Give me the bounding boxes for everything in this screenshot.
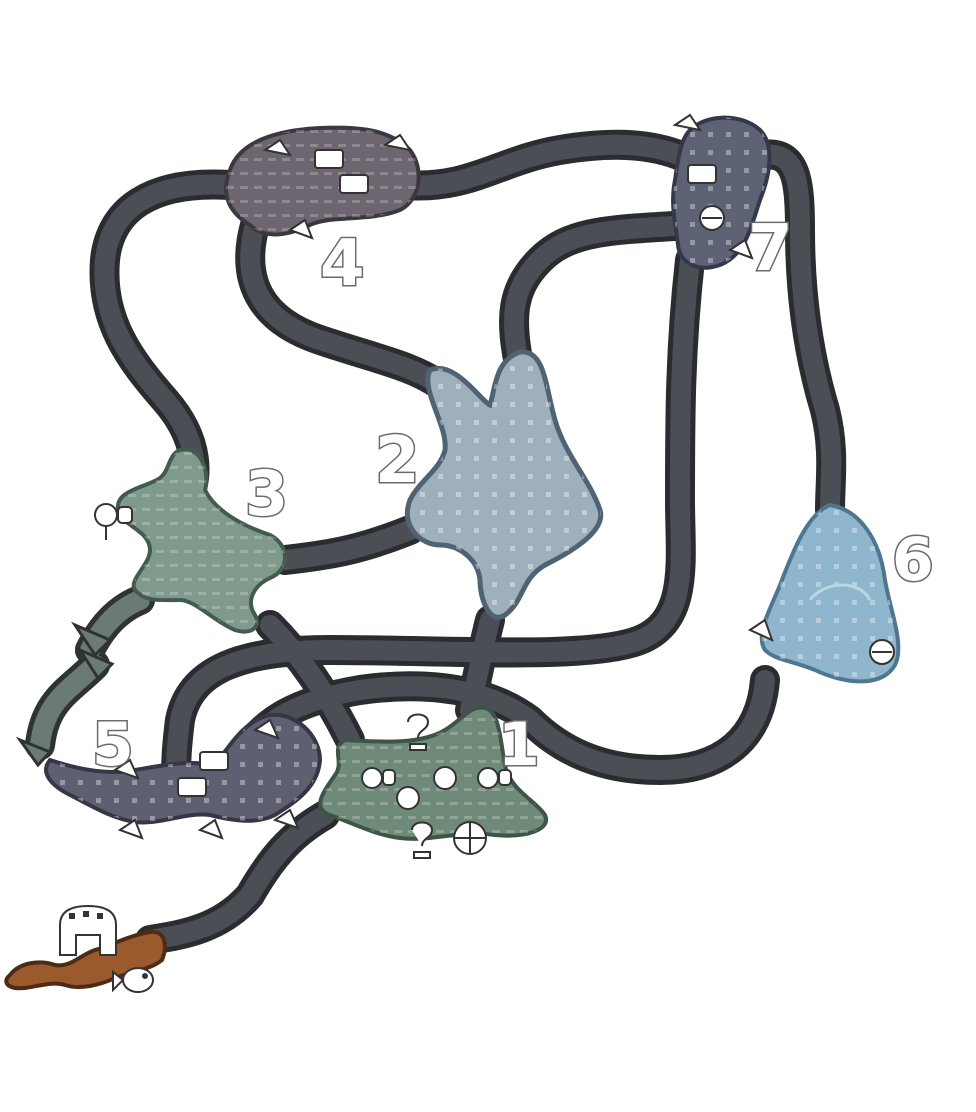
- mushroom-icon: [869, 639, 895, 665]
- mining-outcrop-icon: [747, 618, 774, 642]
- area-4[interactable]: [224, 125, 421, 237]
- mining-outcrop-icon: [672, 113, 754, 260]
- area-label-3: 3: [245, 457, 288, 530]
- mining-outcrop-icon: [262, 133, 413, 240]
- area-7[interactable]: [671, 115, 772, 270]
- unknown-icon: [407, 713, 430, 751]
- bonepile-icon: [687, 164, 717, 184]
- area-3[interactable]: [115, 447, 287, 634]
- area-label-4: 4: [320, 227, 365, 301]
- area-label-7: 7: [748, 212, 793, 286]
- unknown-icon: [411, 821, 434, 859]
- bonepile-icon: [177, 751, 229, 797]
- area-2[interactable]: [404, 349, 604, 620]
- ledge-arrow-icon: [15, 621, 115, 768]
- area-label-1: 1: [498, 710, 540, 780]
- fish-icon: [112, 967, 154, 993]
- area-labels: 1 2 3 4 5 6 7: [91, 211, 936, 782]
- area-label-5: 5: [92, 710, 134, 780]
- herb-icon: [94, 503, 133, 540]
- mushroom-icon: [699, 205, 725, 231]
- bonepile-icon: [314, 149, 369, 194]
- mining-outcrop-icon: [112, 718, 300, 840]
- area-label-6: 6: [892, 525, 934, 595]
- camp-tent-icon[interactable]: [59, 904, 117, 956]
- bug-icon: [453, 821, 487, 855]
- area-5[interactable]: [44, 712, 323, 825]
- herb-icon: [477, 767, 512, 789]
- area-label-2: 2: [375, 424, 420, 498]
- herb-icon: [361, 767, 396, 789]
- area-1[interactable]: [318, 705, 549, 841]
- mushroom-icon: [396, 766, 457, 810]
- map-icons: [59, 113, 895, 993]
- area-6[interactable]: [759, 502, 901, 684]
